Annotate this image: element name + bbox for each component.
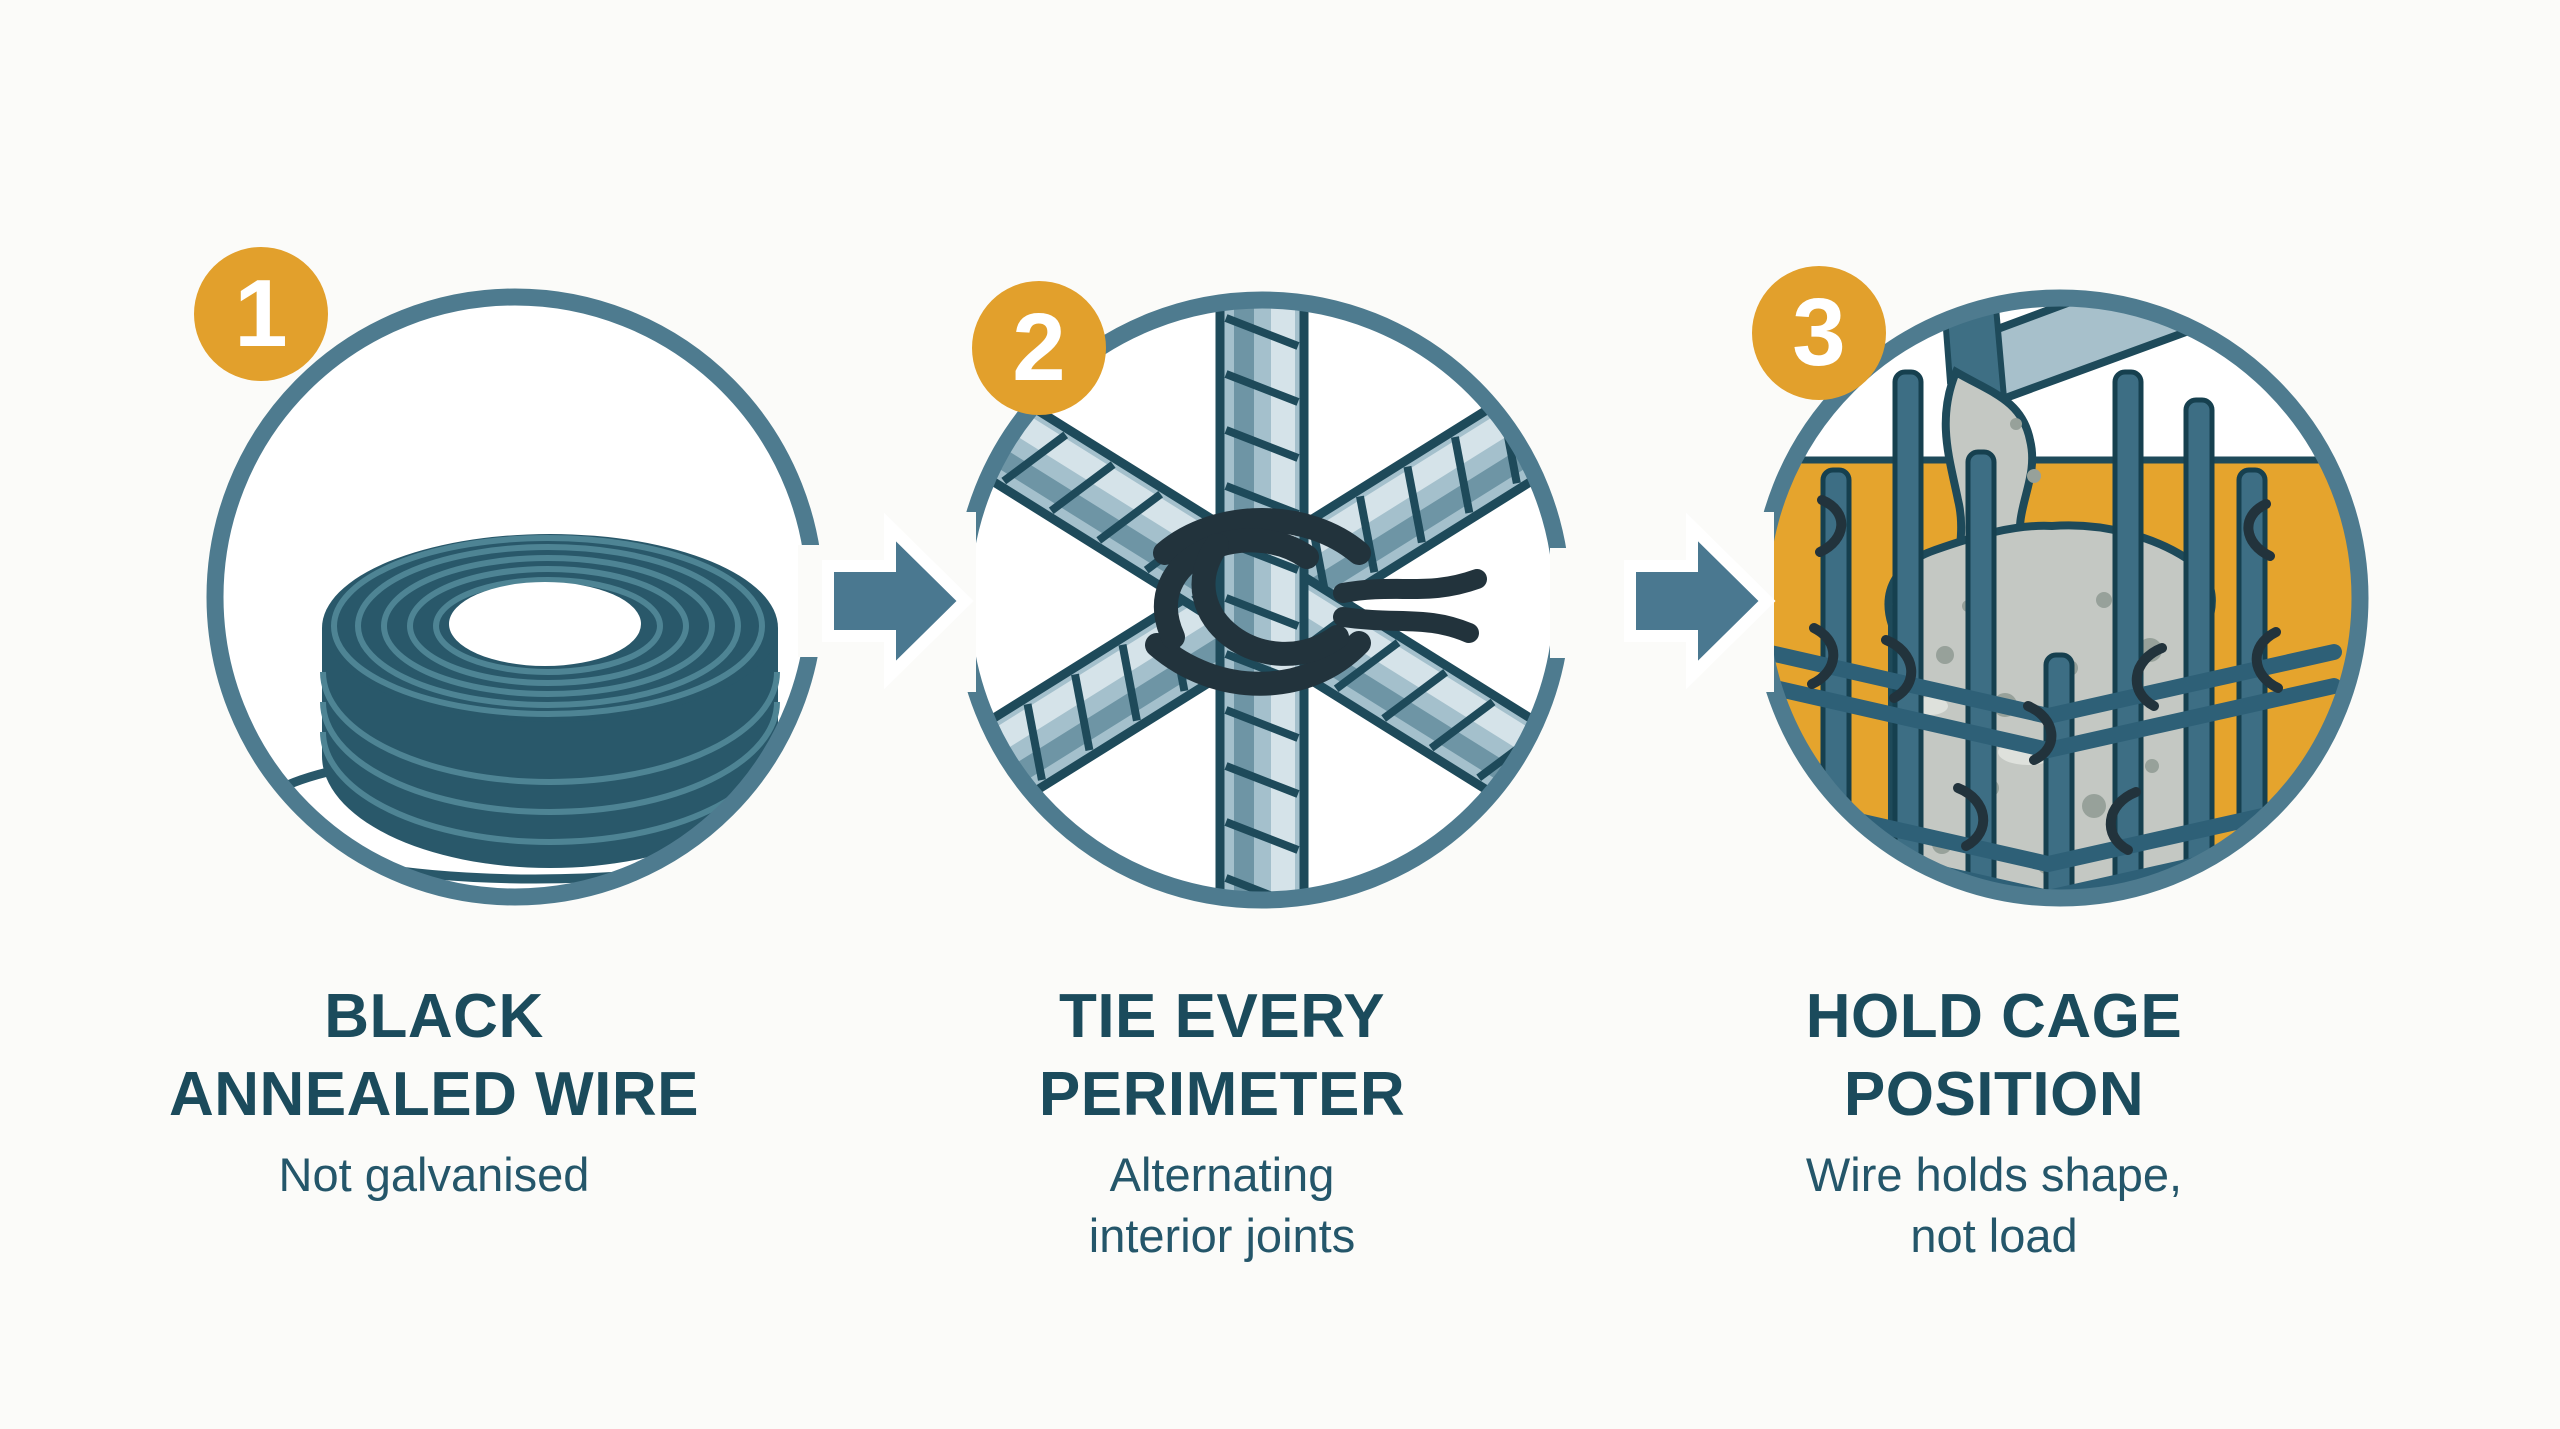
step2-caption: TIE EVERY PERIMETER Alternating interior… [842, 978, 1602, 1266]
step3-illustration [1748, 289, 2369, 907]
step2-number-badge: 2 [972, 281, 1106, 415]
step2-number: 2 [1012, 294, 1066, 401]
cage-wire-ties [1807, 495, 2283, 855]
rebar-tie-joint-icon [970, 308, 1554, 892]
tie-wire-knot [1145, 508, 1487, 696]
rebar-vertical [1215, 308, 1309, 892]
step3-number-badge: 3 [1752, 266, 1886, 400]
coil-hole [449, 582, 641, 666]
step2-illustration [948, 291, 1576, 909]
arrow-right-icon [822, 512, 974, 690]
step1-title: BLACK ANNEALED WIRE [168, 982, 700, 1130]
step1-caption: BLACK ANNEALED WIRE Not galvanised [54, 978, 814, 1205]
step2-title: TIE EVERY PERIMETER [1038, 982, 1406, 1130]
step1-number-badge: 1 [194, 247, 328, 381]
step3-title: HOLD CAGE POSITION [1805, 982, 2183, 1130]
step2-subtitle: Alternating interior joints [1088, 1148, 1356, 1263]
step1-illustration [206, 288, 840, 906]
arrow-right-icon [1624, 512, 1776, 690]
step3-caption: HOLD CAGE POSITION Wire holds shape, not… [1614, 978, 2374, 1266]
step3-subtitle: Wire holds shape, not load [1805, 1148, 2183, 1263]
step3-number: 3 [1792, 279, 1846, 386]
step1-number: 1 [234, 260, 288, 367]
step2-outline-gap-right [1550, 548, 1576, 658]
step1-subtitle: Not galvanised [278, 1148, 590, 1202]
